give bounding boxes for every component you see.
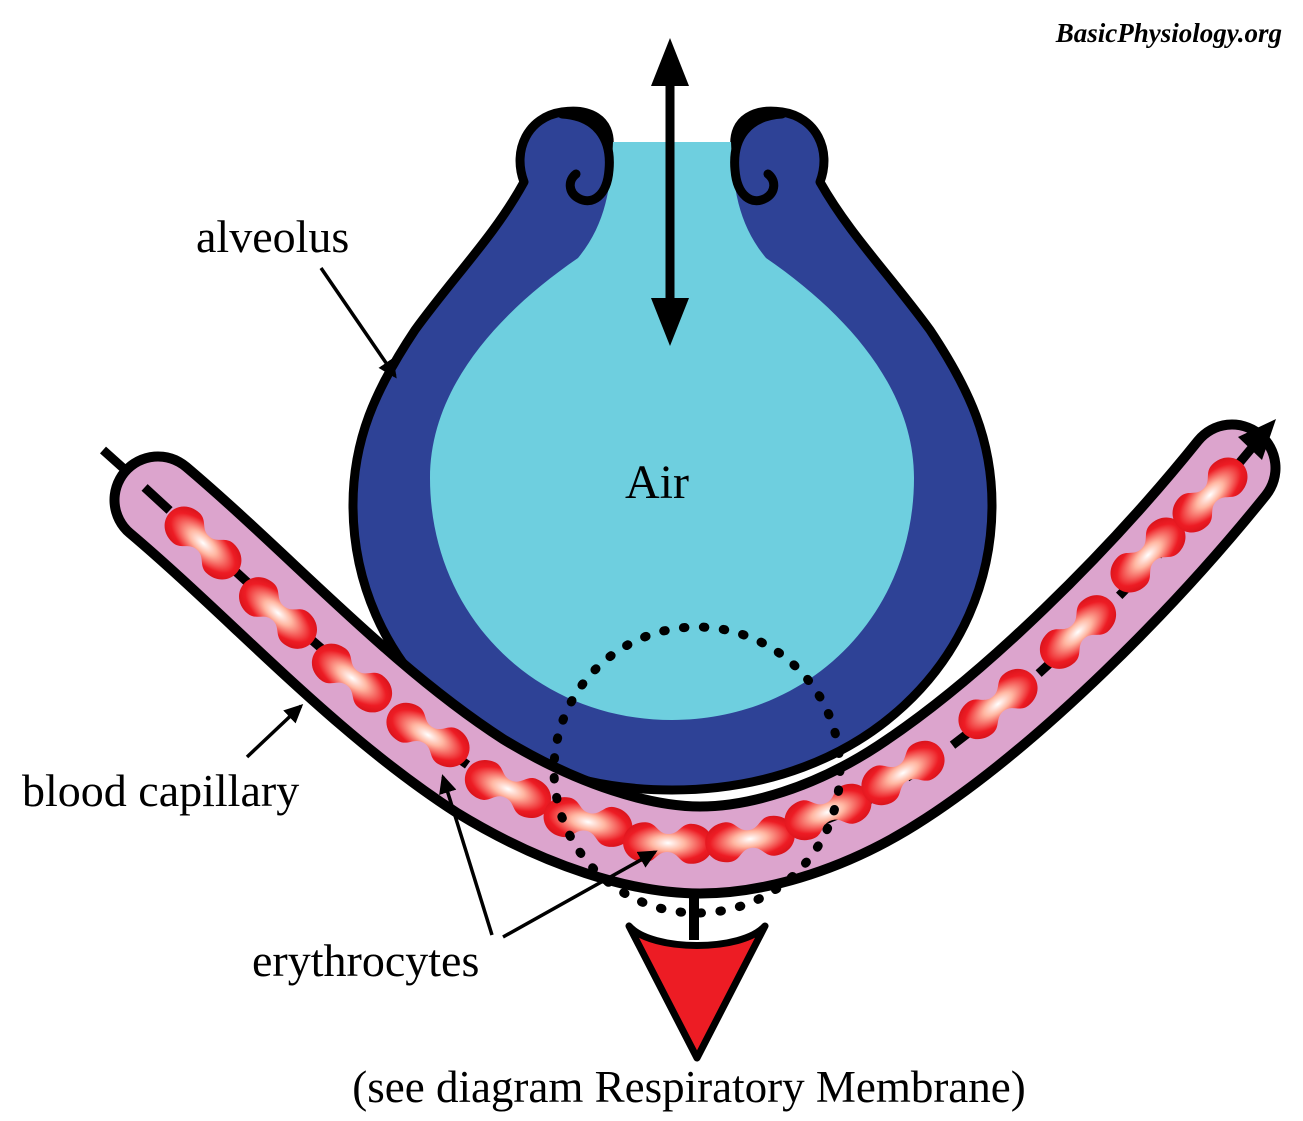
blood-capillary-label: blood capillary <box>22 765 299 816</box>
alveolus-pointer-arrow <box>319 267 397 379</box>
breathing-arrow-up-head <box>651 38 689 86</box>
alveolus-label: alveolus <box>196 211 349 262</box>
blood-capillary-pointer-arrow <box>245 703 304 759</box>
air-label: Air <box>625 456 689 509</box>
caption: (see diagram Respiratory Membrane) <box>352 1062 1025 1112</box>
erythrocytes-label: erythrocytes <box>252 935 479 986</box>
alveolus-lip-right-curl <box>730 109 787 206</box>
breathing-double-arrow <box>651 38 689 346</box>
erythrocytes-pointer-arrow-2 <box>502 850 658 939</box>
erythrocytes-pointer-arrow-1 <box>439 774 494 936</box>
credit: BasicPhysiology.org <box>1055 18 1282 48</box>
alveolus-lip-left-curl <box>557 109 614 206</box>
alveolus-air-space <box>430 142 914 720</box>
breathing-arrow-down-head <box>651 298 689 346</box>
gas-exchange-red-arrow <box>625 922 769 1062</box>
blood-flow-arrowhead <box>1238 419 1276 460</box>
